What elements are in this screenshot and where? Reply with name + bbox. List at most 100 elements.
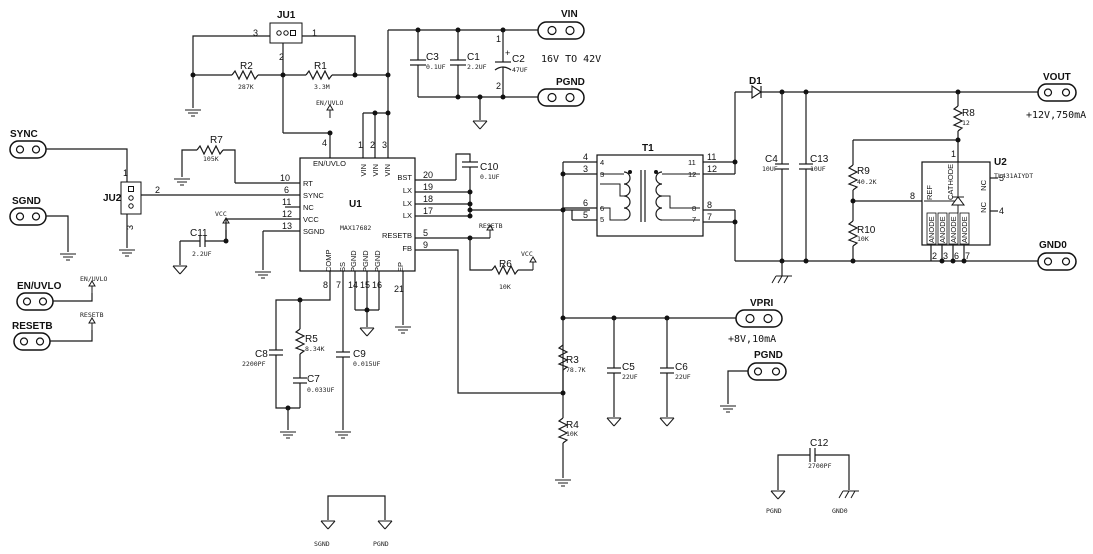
u1-pin-pgnd3: PGND (373, 250, 382, 272)
u1-pin-pgnd1: PGND (349, 250, 358, 272)
t1-pin-4: 4 (583, 152, 588, 162)
u1-pinnum-7: 7 (336, 280, 341, 290)
ju1-pin3: 3 (253, 28, 258, 38)
r8-ref: R8 (962, 108, 975, 119)
sgnd-bottom-label: SGND (314, 540, 330, 548)
r5-ref: R5 (305, 334, 318, 345)
sync-label: SYNC (10, 129, 38, 140)
u1-pinnum-21: 21 (394, 284, 404, 294)
c7-value: 0.033UF (307, 386, 334, 394)
c5-value: 22UF (622, 373, 638, 381)
vcc-label-1: VCC (215, 210, 227, 218)
t1-inner-7: 7 (692, 215, 696, 224)
r10-ref: R10 (857, 225, 876, 236)
u1-pin-lx2: LX (403, 199, 412, 208)
svg-text:2: 2 (496, 81, 501, 91)
u1-pin-nc: NC (303, 203, 314, 212)
t1-inner-4: 4 (600, 158, 604, 167)
vin-range-note: 16V TO 42V (541, 54, 601, 65)
c3-value: 0.1UF (426, 63, 446, 71)
t1-pin-6: 6 (583, 198, 588, 208)
en-uvlo-arrow-label: EN/UVLO (80, 275, 107, 283)
u1-pin-lx3: LX (403, 211, 412, 220)
u1-pin-vcc: VCC (303, 215, 319, 224)
ju1-jumper[interactable]: JU1 3 1 2 (253, 10, 317, 62)
ju1-pin1: 1 (312, 28, 317, 38)
c8-ref: C8 (255, 349, 268, 360)
pgnd-top-connector[interactable] (537, 88, 585, 107)
u2-pin-nc1: NC (979, 179, 988, 190)
t1-inner-12: 12 (688, 170, 696, 179)
r8-value: 12 (962, 119, 970, 127)
c9-value: 0.015UF (353, 360, 380, 368)
r7-value: 105K (203, 155, 219, 163)
resetb-connector-label: RESETB (12, 321, 53, 332)
en-uvlo-net-label: EN/UVLO (316, 99, 343, 107)
ju2-jumper[interactable] (120, 181, 142, 215)
u1-pin-ep: EP (396, 262, 405, 272)
c2-ref: C2 (512, 54, 525, 65)
ju2-pin1: 1 (123, 168, 128, 178)
t1-pin-5: 5 (583, 210, 588, 220)
c13-ref: C13 (810, 154, 829, 165)
sgnd-connector[interactable] (9, 207, 47, 226)
c1-ref: C1 (467, 52, 480, 63)
t1-inner-6: 6 (600, 204, 604, 213)
pgnd-top-label: PGND (556, 77, 585, 88)
u1-pinnum-14: 14 (348, 280, 358, 290)
c12-value: 2700PF (808, 462, 832, 470)
gnd0-connector[interactable] (1037, 252, 1077, 271)
u1-pin-vin1: VIN (359, 164, 368, 177)
u1-part: MAX17682 (340, 224, 371, 232)
r7-ref: R7 (210, 135, 223, 146)
u2-pinnum-1: 1 (951, 149, 956, 159)
resetb-arrow-label: RESETB (80, 311, 104, 319)
vcc-label-2: VCC (521, 250, 533, 258)
u2-pin-anode1: ANODE (927, 216, 936, 243)
u1-pinnum-8: 8 (323, 280, 328, 290)
c3-ref: C3 (426, 52, 439, 63)
u1-pin-3: 3 (382, 140, 387, 150)
c5-ref: C5 (622, 362, 635, 373)
t1-pin-12: 12 (707, 164, 717, 174)
en-uvlo-connector-label: EN/UVLO (17, 281, 62, 292)
u1-pinnum-12: 12 (282, 209, 292, 219)
c4-ref: C4 (765, 154, 778, 165)
t1-ref: T1 (642, 143, 654, 154)
vout-connector[interactable] (1037, 83, 1077, 102)
u2-part: TL431AIYDT (994, 172, 1033, 180)
t1-inner-8: 8 (692, 204, 696, 213)
u2-pin-anode3: ANODE (949, 216, 958, 243)
r9-value: 40.2K (857, 178, 877, 186)
u1-pin-rt: RT (303, 179, 313, 188)
r1-ref: R1 (314, 61, 327, 72)
u1-pinnum-16: 16 (372, 280, 382, 290)
vin-connector[interactable] (537, 21, 585, 40)
c6-ref: C6 (675, 362, 688, 373)
sync-connector[interactable] (9, 140, 47, 159)
u2-pinnum-3: 3 (943, 251, 948, 261)
pgnd-mid-connector[interactable] (747, 362, 787, 381)
u1-pinnum-17: 17 (423, 206, 433, 216)
c10-value: 0.1UF (480, 173, 500, 181)
c9-ref: C9 (353, 349, 366, 360)
r4-value: 10K (566, 430, 578, 438)
u2-ref: U2 (994, 157, 1007, 168)
vpri-label: VPRI (750, 298, 774, 309)
en-uvlo-connector[interactable] (16, 292, 54, 311)
u1-pin-fb: FB (402, 244, 412, 253)
u1-pinnum-10: 10 (280, 173, 290, 183)
u1-pin-resetb: RESETB (382, 231, 412, 240)
vpri-connector[interactable] (735, 309, 783, 328)
u1-pinnum-19: 19 (423, 182, 433, 192)
gnd0-label: GND0 (1039, 240, 1067, 251)
resetb-connector[interactable] (13, 332, 51, 351)
r6-ref: R6 (499, 259, 512, 270)
u1-pin-2: 2 (370, 140, 375, 150)
u2-pin-anode4: ANODE (960, 216, 969, 243)
u2-pinnum-7: 7 (965, 251, 970, 261)
c8-value: 2200PF (242, 360, 266, 368)
gnd0-bottom-label: GND0 (832, 507, 848, 515)
u1-pin-comp: COMP (324, 250, 333, 273)
